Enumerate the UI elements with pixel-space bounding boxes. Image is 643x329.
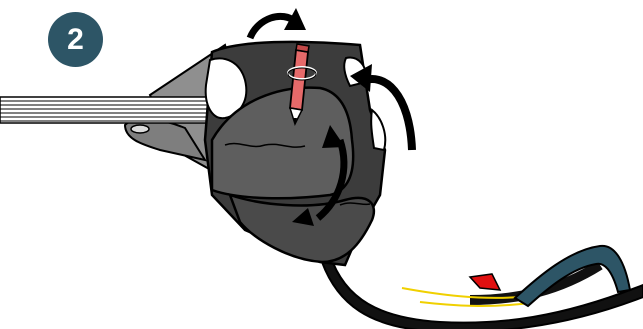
red-wire-tip-icon [470,274,500,290]
yellow-wire-icon [402,288,530,306]
step-number-badge: 2 [48,12,103,67]
stick-icon [0,97,210,123]
cable-strip [322,255,643,329]
step-number-label: 2 [67,25,84,55]
